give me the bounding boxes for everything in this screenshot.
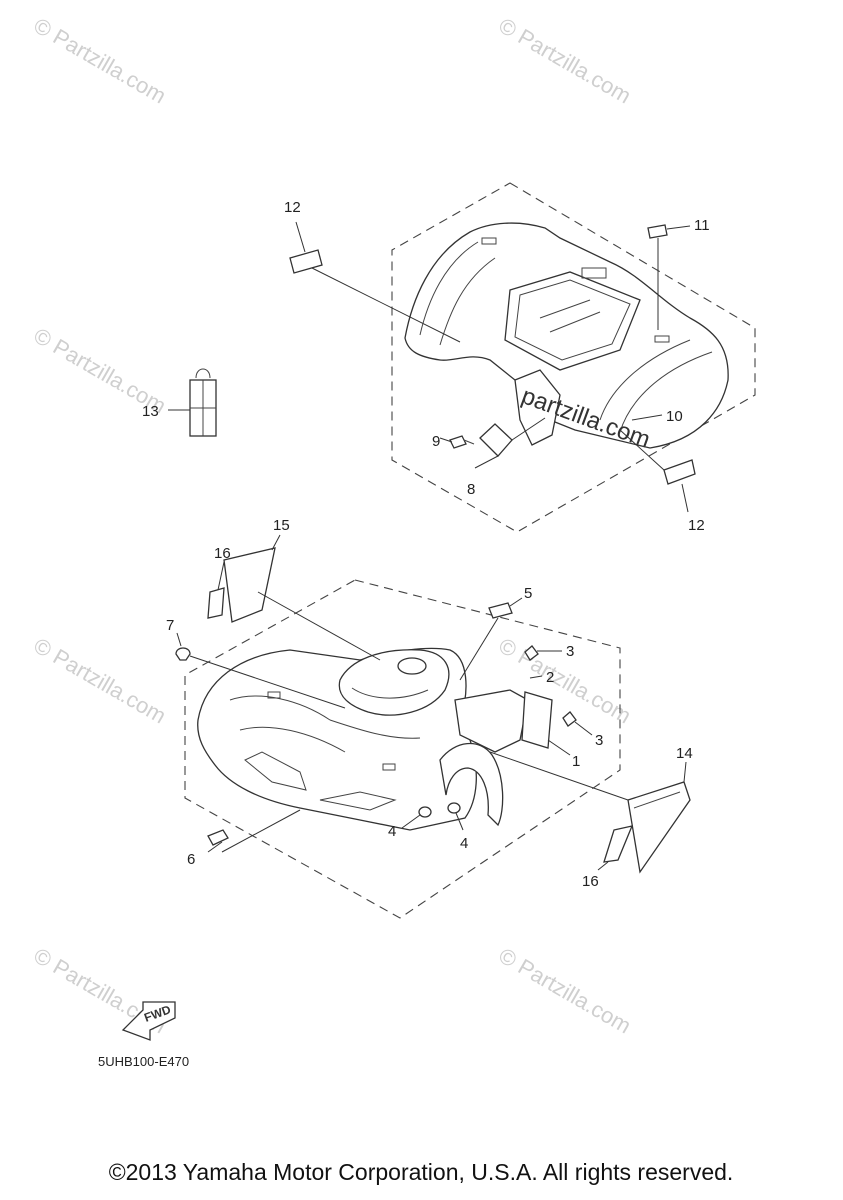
leader: [207, 841, 223, 853]
front-fender-boundary: [184, 579, 621, 919]
part-2-bracket: [521, 691, 553, 749]
rear-fender-slot: [654, 335, 670, 343]
leader: [439, 437, 453, 443]
part-13-hook: [195, 368, 211, 379]
watermark: © Partzilla.com: [30, 13, 171, 109]
callout-12-upper: 12: [284, 199, 301, 216]
watermark: © Partzilla.com: [495, 13, 636, 109]
front-fender-slot: [382, 763, 396, 771]
leader: [631, 414, 663, 421]
callout-4-left: 4: [388, 823, 396, 840]
leader: [619, 429, 665, 471]
leader: [189, 655, 346, 709]
copyright-notice: ©2013 Yamaha Motor Corporation, U.S.A. A…: [109, 1159, 734, 1185]
fwd-indicator: FWD: [121, 1001, 176, 1041]
callout-3-lower: 3: [595, 732, 603, 749]
leader: [295, 221, 306, 253]
part-3-bolt-lower: [562, 711, 577, 727]
leader: [511, 417, 546, 441]
leader: [547, 739, 571, 756]
fuel-cap: [397, 657, 427, 675]
callout-6: 6: [187, 851, 195, 868]
watermark: © Partzilla.com: [495, 943, 636, 1039]
part-11-label: [647, 224, 668, 239]
callout-1: 1: [572, 753, 580, 770]
callout-5: 5: [524, 585, 532, 602]
front-fender-assembly: 2 1 3 3 4 4 6 7 5: [166, 517, 693, 919]
rear-fender-bracket: [514, 369, 561, 446]
leader: [489, 751, 629, 801]
drawing-code: 5UHB100-E470: [98, 1054, 189, 1069]
front-fender-hood-lines: [229, 695, 421, 753]
leader: [176, 632, 182, 647]
watermark: © Partzilla.com: [30, 633, 171, 729]
bolt-shaft: [463, 439, 475, 445]
part-4-washer-right: [447, 802, 461, 814]
leader: [509, 597, 523, 607]
leader: [217, 561, 225, 591]
part-15-decal: [223, 547, 276, 623]
rear-fender-assembly: partzilla.com 12 11 10 9 8 12: [284, 182, 756, 534]
callout-14: 14: [676, 745, 693, 762]
leader: [574, 721, 593, 736]
leader: [455, 812, 464, 831]
callout-15: 15: [273, 517, 290, 534]
leader: [221, 809, 301, 853]
leader: [459, 617, 499, 681]
part-3-bolt-upper: [524, 645, 539, 661]
callout-10: 10: [666, 408, 683, 425]
front-fender-headlight-left: [244, 751, 307, 791]
callout-7: 7: [166, 617, 174, 634]
callout-16-lower: 16: [582, 873, 599, 890]
part-4-washer-left: [418, 806, 432, 818]
front-fender-wheel-arch: [439, 742, 504, 827]
part-12-upper-emblem: [289, 249, 323, 274]
front-fender-headlight-right: [319, 791, 397, 811]
rear-fender-slot: [481, 237, 497, 245]
part-8-plate: [479, 423, 513, 457]
front-fender-slot: [267, 691, 281, 699]
callout-11: 11: [694, 217, 710, 234]
front-fender-tank-detail: [351, 687, 429, 699]
part-7-cap: [175, 647, 191, 661]
part-16-upper-strip: [207, 587, 225, 619]
rear-fender-storage-detail: [514, 279, 631, 361]
callout-9: 9: [432, 433, 440, 450]
part-14-side-decal: [627, 781, 691, 874]
callout-8: 8: [467, 481, 475, 498]
callout-2: 2: [546, 669, 554, 686]
part-9-bolt: [449, 435, 467, 449]
leader: [257, 591, 381, 661]
leader: [529, 675, 543, 679]
rear-fender-boundary: [391, 182, 756, 533]
callout-4-right: 4: [460, 835, 468, 852]
callout-3-upper: 3: [566, 643, 574, 660]
part-5-label: [488, 602, 513, 619]
part-6-label: [207, 829, 229, 846]
leader: [474, 455, 499, 469]
callout-16-upper: 16: [214, 545, 231, 562]
part-16-lower-strip: [603, 825, 634, 863]
leader: [681, 483, 689, 513]
leader: [597, 861, 609, 871]
leader: [401, 814, 421, 829]
part-12-lower-emblem: [663, 459, 696, 485]
callout-12-lower: 12: [688, 517, 705, 534]
front-fender-side-panel: [454, 689, 529, 753]
part-14-decal-band: [633, 791, 681, 809]
callout-13: 13: [142, 403, 159, 420]
leader: [683, 761, 687, 783]
part-13-tag: 13: [142, 368, 217, 437]
leader: [311, 267, 461, 343]
fwd-arrow-icon: [121, 1001, 176, 1041]
leader: [666, 225, 691, 230]
rear-fender-ridge: [419, 241, 713, 433]
leader: [271, 534, 281, 551]
rear-fender-slot: [581, 267, 607, 279]
watermarks: © Partzilla.com © Partzilla.com © Partzi…: [30, 13, 636, 1039]
